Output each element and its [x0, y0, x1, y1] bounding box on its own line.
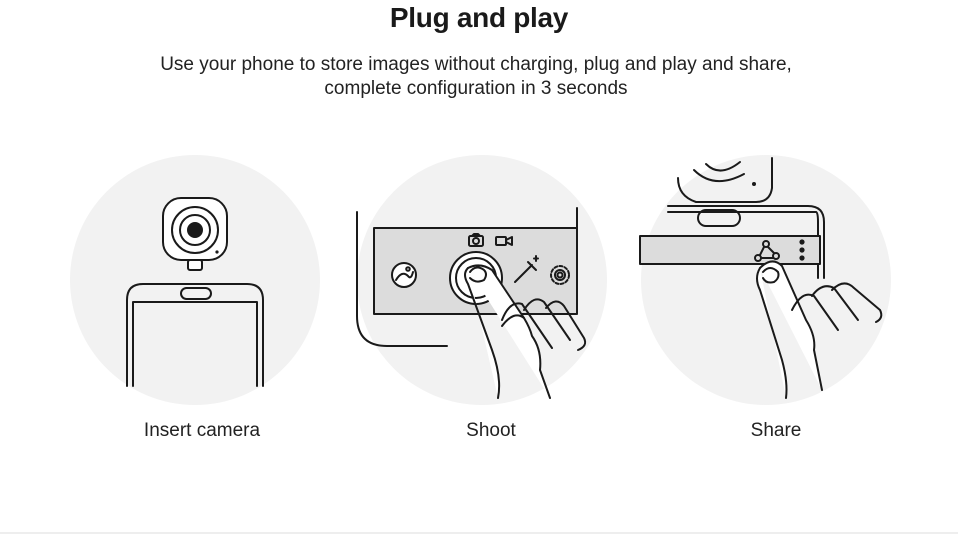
more-vertical-icon	[799, 239, 805, 261]
share-icon	[754, 240, 780, 262]
bottom-divider	[0, 532, 958, 534]
gear-icon	[550, 265, 570, 285]
page-title: Plug and play	[389, 2, 569, 33]
phone-icon	[667, 205, 825, 279]
gallery-icon	[391, 262, 417, 288]
hand-pointer-icon	[756, 260, 883, 399]
camera-icon	[468, 233, 484, 247]
phone-icon	[126, 283, 264, 387]
step-caption-share: Share	[750, 420, 802, 441]
subtitle-line-1: Use your phone to store images without c…	[160, 54, 792, 75]
step-shoot-illustration	[352, 150, 612, 410]
step-share-illustration	[636, 150, 896, 410]
page-subtitle: Use your phone to store images without c…	[0, 53, 955, 101]
hand-pointer-icon	[464, 264, 587, 399]
step-insert-camera-illustration	[65, 150, 325, 410]
subtitle-line-2: complete configuration in 3 seconds	[324, 78, 628, 99]
camera-device-icon	[677, 157, 773, 203]
magic-wand-icon	[514, 255, 539, 283]
camera-device-icon	[162, 197, 228, 271]
video-icon	[495, 236, 513, 246]
step-caption-insert-camera: Insert camera	[143, 420, 261, 441]
step-caption-shoot: Shoot	[466, 420, 516, 441]
